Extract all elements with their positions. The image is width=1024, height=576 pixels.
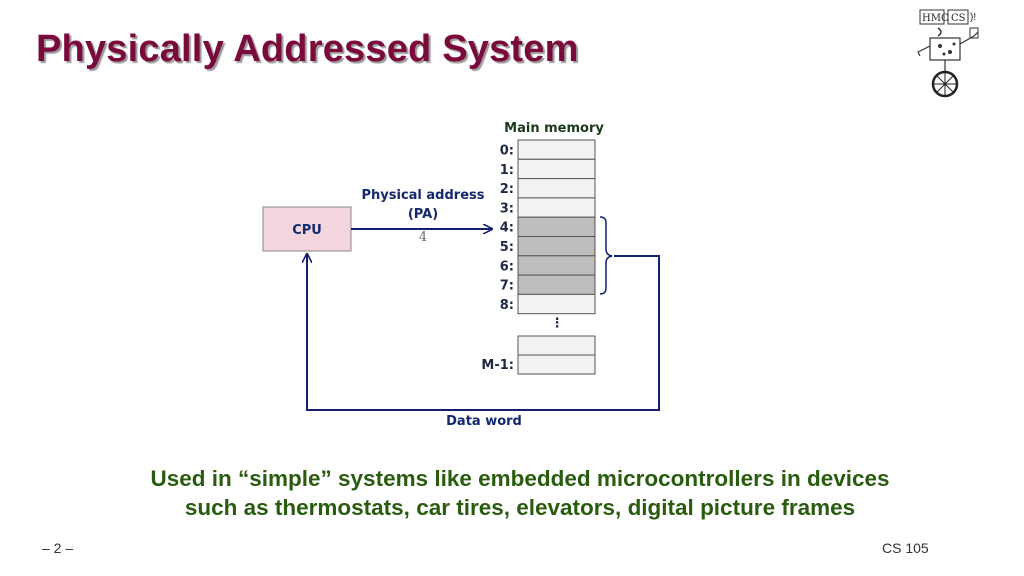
data-word-brace xyxy=(599,216,613,295)
pa-label-line2: (PA) xyxy=(408,207,438,222)
memory-address-2: 2: xyxy=(500,182,514,197)
memory-address-8: 8: xyxy=(500,298,514,313)
pa-label-line1: Physical address xyxy=(362,188,485,203)
cpu-label: CPU xyxy=(292,223,322,238)
memory-cell-m-2 xyxy=(517,335,596,356)
memory-cell-1 xyxy=(517,158,596,180)
memory-cells xyxy=(517,139,596,315)
memory-cell-4 xyxy=(517,216,596,237)
svg-text:CS: CS xyxy=(951,13,966,24)
data-word-label: Data word xyxy=(446,414,522,429)
svg-text:HMC: HMC xyxy=(922,13,949,24)
memory-address-labels: 0: 1: 2: 3: 4: 5: 6: 7: 8: xyxy=(500,144,514,313)
course-label: CS 105 xyxy=(882,540,929,556)
memory-address-6: 6: xyxy=(500,259,514,274)
memory-cell-5 xyxy=(517,236,596,257)
caption-line-1: Used in “simple” systems like embedded m… xyxy=(150,466,890,491)
memory-cell-2 xyxy=(517,178,596,199)
memory-ellipsis: ⋮ xyxy=(551,316,564,331)
memory-address-0: 0: xyxy=(500,144,514,159)
memory-address-7: 7: xyxy=(500,279,514,294)
caption: Used in “simple” systems like embedded m… xyxy=(60,464,980,522)
data-word-arrow xyxy=(307,254,660,411)
svg-text:)!: )! xyxy=(970,12,976,23)
memory-address-1: 1: xyxy=(500,163,514,178)
memory-cell-6 xyxy=(517,255,596,276)
memory-address-3: 3: xyxy=(500,201,514,216)
caption-line-2: such as thermostats, car tires, elevator… xyxy=(184,495,856,520)
pa-value: 4 xyxy=(419,230,427,245)
hmc-cs-logo-icon: HMC CS )! xyxy=(917,9,979,98)
memory-cell-8 xyxy=(517,293,596,315)
memory-title: Main memory xyxy=(504,121,604,136)
slide-title: Physically Addressed System xyxy=(36,28,579,70)
memory-address-m-1: M-1: xyxy=(481,358,514,373)
page-number: – 2 – xyxy=(42,540,74,556)
memory-cell-7 xyxy=(517,274,596,295)
memory-cell-0 xyxy=(517,139,596,160)
memory-cell-m-1 xyxy=(517,354,596,375)
memory-cell-3 xyxy=(517,197,596,218)
memory-address-4: 4: xyxy=(500,221,514,236)
memory-address-5: 5: xyxy=(500,240,514,255)
